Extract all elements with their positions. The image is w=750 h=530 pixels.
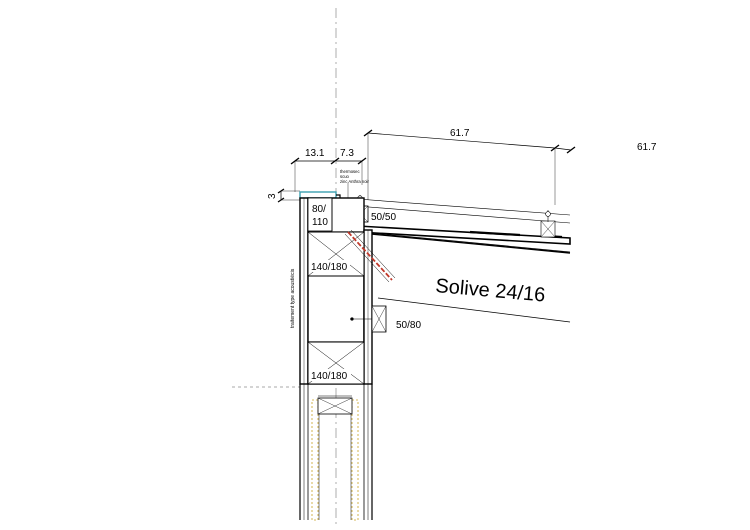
flashing-note-line-3: zinc Anthra noir xyxy=(340,179,369,184)
dim-mid-width-label: 7.3 xyxy=(340,148,354,159)
roof-batten-layer xyxy=(343,197,571,238)
top-block: 80/ 110 xyxy=(307,197,333,232)
diagonal-brace xyxy=(344,229,396,283)
dim-top-span-label: 61.7 xyxy=(450,128,470,139)
lower-beam-label: 140/180 xyxy=(311,371,348,382)
joist-label: Solive 24/16 xyxy=(435,275,547,307)
upper-beam-label: 140/180 xyxy=(311,262,348,273)
dim-cap-height-label: 3 xyxy=(267,193,278,199)
side-block-label: 50/80 xyxy=(396,320,421,331)
top-block-label-2: 110 xyxy=(312,217,328,228)
top-block-label-1: 80/ xyxy=(312,204,326,215)
dim-fascia-widths: 13.1 7.3 xyxy=(290,148,367,192)
dim-top-span-right-label: 61.7 xyxy=(637,142,657,153)
vertical-note: traitement type acoustiécis xyxy=(290,268,296,328)
lower-beam: 140/180 xyxy=(307,341,365,385)
dim-left-width-label: 13.1 xyxy=(305,148,325,159)
flashing-note-line-2: scuo xyxy=(340,174,350,179)
dim-top-span: 61.7 xyxy=(363,128,576,205)
lower-wall xyxy=(299,384,373,521)
upper-beam: 140/180 xyxy=(307,231,365,277)
batten-label: 50/50 xyxy=(371,212,396,223)
side-block: 50/80 xyxy=(350,305,421,333)
flashing-note-line-1: thermosec xyxy=(340,169,360,174)
dim-cap-height: 3 xyxy=(267,188,300,203)
